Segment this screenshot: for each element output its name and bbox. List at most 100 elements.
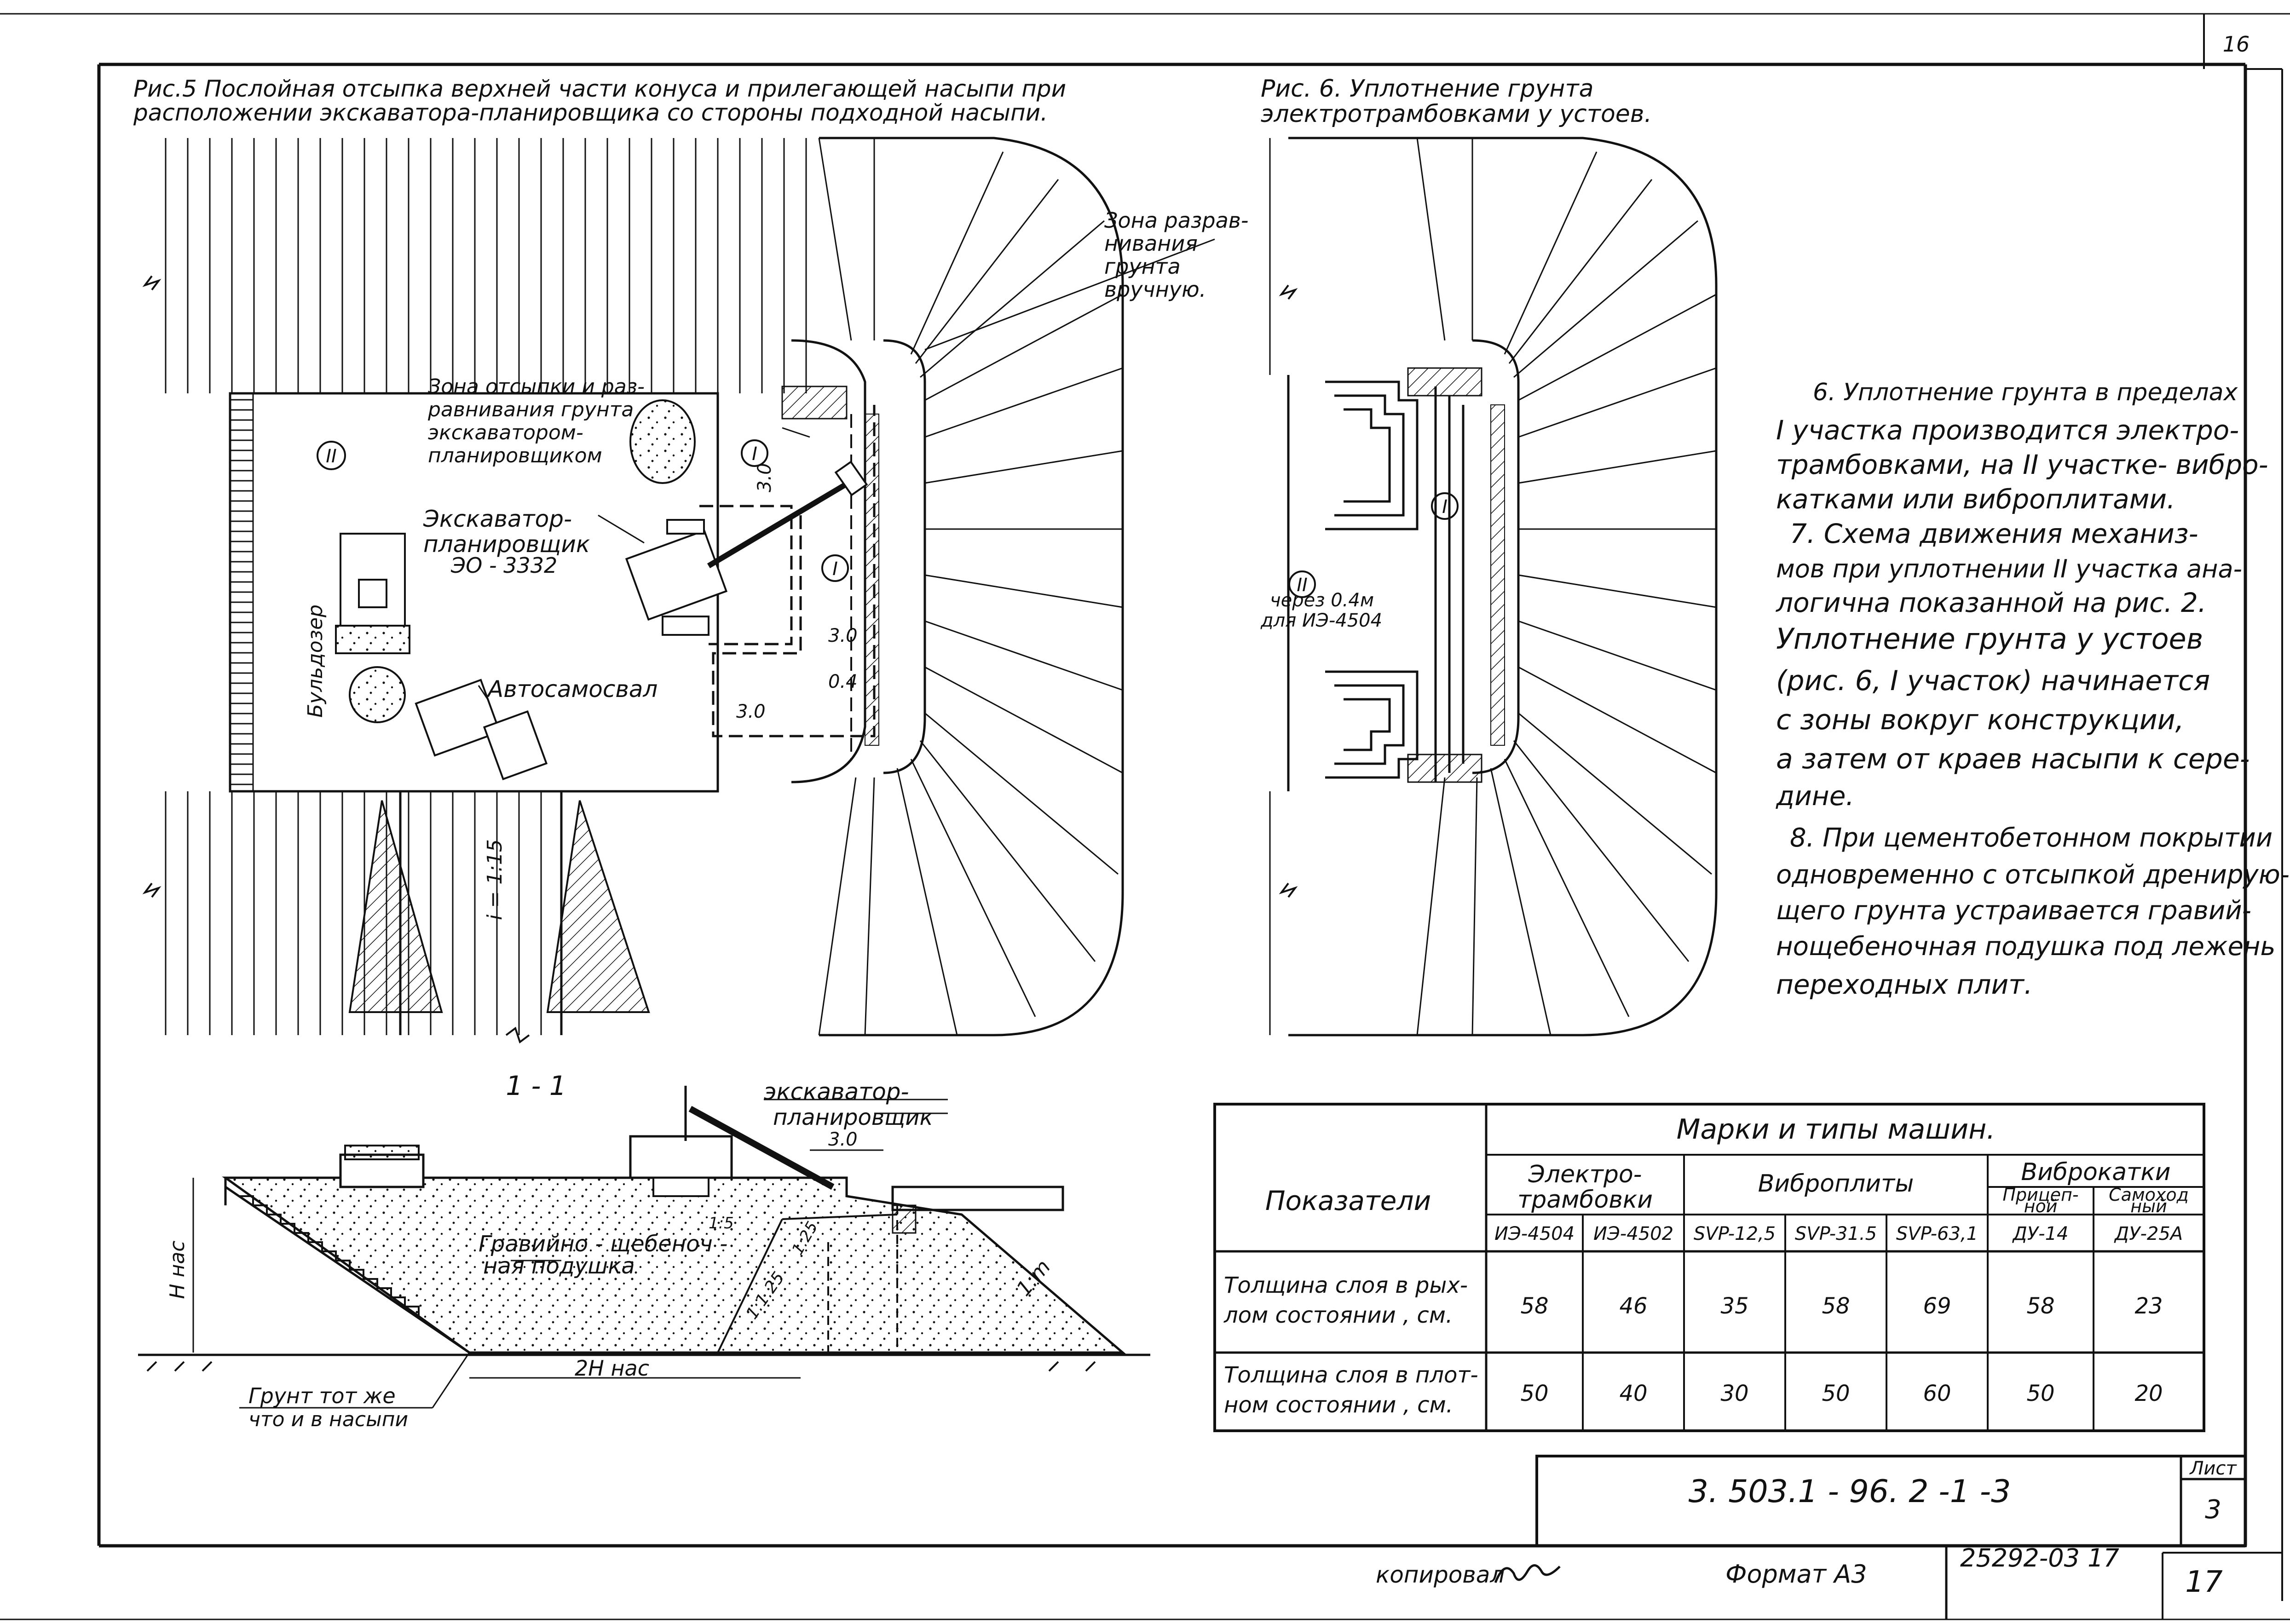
fig5-dim-3-0-b: 3.0: [828, 625, 858, 646]
fig6-title-1: Рис. 6. Уплотнение грунта: [1261, 75, 1594, 103]
table-row-label-1: Толщина слоя в рых-: [1224, 1273, 1468, 1298]
section-slope-1-5: 1:5: [709, 1214, 734, 1232]
table-cell: 35: [1720, 1293, 1748, 1319]
section-excavator-1: экскаватор-: [764, 1078, 909, 1105]
fig5-excavator-1: Экскаватор-: [423, 506, 572, 532]
fig5-zone-hand-3: грунта: [1104, 254, 1181, 279]
fig5-excavator-2: планировщик: [423, 531, 590, 558]
order-number: 25292-03 17: [1960, 1543, 2119, 1572]
note-line: а затем от краев насыпи к сере-: [1776, 743, 2250, 775]
list-number: 3: [2205, 1495, 2221, 1525]
table-cell: 60: [1923, 1381, 1951, 1406]
table-cell: 46: [1619, 1293, 1647, 1319]
table-title: Марки и типы машин.: [1677, 1113, 1996, 1146]
fig5-zone-I-marker-b: [821, 554, 849, 582]
fig6-zone-I: I: [1442, 496, 1448, 518]
fig5-zone-I-marker-a: [741, 439, 768, 467]
note-line: (рис. 6, I участок) начинается: [1776, 665, 2210, 697]
fig5-zone-I-b: I: [832, 559, 838, 580]
table-model: SVP-12,5: [1694, 1223, 1776, 1244]
note-line: нощебеночная подушка под лежень: [1776, 932, 2276, 962]
table-sub-self-2: ный: [2130, 1196, 2167, 1216]
section-cushion-2: ная подушка: [483, 1253, 635, 1279]
table-cell: 30: [1720, 1381, 1748, 1406]
table-model: ДУ-25А: [2114, 1223, 2183, 1244]
table-indicator-header: Показатели: [1265, 1185, 1431, 1216]
signature-mark: [1494, 1564, 1561, 1583]
table-cell: 69: [1923, 1293, 1951, 1319]
note-line: с зоны вокруг конструкции,: [1776, 704, 2184, 736]
table-models: ИЭ-4504 ИЭ-4502 SVP-12,5 SVP-31.5 SVP-63…: [1494, 1223, 2183, 1244]
fig5-slope: i = 1:15: [483, 839, 507, 920]
fig6-zone-II: II: [1297, 575, 1308, 596]
note-line: 6. Уплотнение грунта в пределах: [1813, 379, 2238, 406]
table-row-label-1: Толщина слоя в плот-: [1224, 1362, 1478, 1388]
section-drawing: [138, 1086, 1150, 1409]
section-h-label: Н нас: [166, 1241, 189, 1299]
note-line: мов при уплотнении II участка ана-: [1776, 554, 2242, 583]
fig5-zone-fill-3: экскаватором-: [428, 421, 583, 444]
fig5-dim-0-4: 0.4: [828, 671, 858, 692]
fig5-bulldozer: [335, 533, 410, 654]
fig6-zone-II-marker: [1288, 570, 1316, 598]
sheet-number-top: 16: [2223, 32, 2250, 57]
note-line: логична показанной на рис. 2.: [1776, 587, 2206, 618]
list-label: Лист: [2189, 1458, 2237, 1479]
table-cell: 58: [1822, 1293, 1850, 1319]
note-line: Уплотнение грунта у устоев: [1776, 622, 2203, 656]
fig6-note-1: через 0.4м: [1270, 590, 1374, 611]
note-line: I участка производится электро-: [1776, 415, 2239, 446]
fig5-dump-truck: [415, 679, 548, 781]
table-row-label-2: ном состоянии , см.: [1224, 1392, 1453, 1418]
fig5-excavator-3: ЭО - 3332: [450, 553, 557, 578]
table-cell: 23: [2134, 1293, 2163, 1319]
fig5-zone-fill-1: Зона отсыпки и раз-: [428, 375, 645, 398]
doc-code: 3. 503.1 - 96. 2 -1 -3: [1689, 1474, 2011, 1510]
note-line: 7. Схема движения механиз-: [1790, 518, 2198, 549]
table-row: Толщина слоя в рых- лом состоянии , см. …: [1223, 1273, 2163, 1328]
table-sub-trailed-2: ной: [2024, 1196, 2058, 1216]
fig5-zone-fill-2: равнивания грунта: [427, 398, 634, 421]
fig5-zone-I-a: I: [752, 443, 757, 465]
table-group-electro-1: Электро-: [1528, 1161, 1642, 1188]
fig5-cone-fan: [818, 137, 1124, 1037]
table-group-vibrorollers: Виброкатки: [2021, 1158, 2170, 1186]
table-cell: 40: [1619, 1381, 1647, 1406]
table-cell: 50: [2026, 1381, 2054, 1406]
table-cell: 50: [1520, 1381, 1548, 1406]
table-model: SVP-31.5: [1795, 1223, 1877, 1244]
fig5-zone-II-marker: [317, 441, 346, 470]
table-model: SVP-63,1: [1896, 1223, 1978, 1244]
table-group-electro-2: трамбовки: [1517, 1186, 1653, 1214]
table-cell: 50: [1822, 1381, 1850, 1406]
table-sub-trailed-1: Прицеп-: [2002, 1185, 2078, 1205]
note-line: 8. При цементобетонном покрытии: [1790, 823, 2273, 853]
table-cell: 20: [2134, 1381, 2163, 1406]
table-row-label-2: лом состоянии , см.: [1223, 1302, 1453, 1328]
section-soil-1: Грунт тот же: [248, 1383, 396, 1408]
sheet-frame: [0, 13, 2290, 1620]
fig5-title-2: расположении экскаватора-планировщика со…: [133, 99, 1048, 126]
note-line: переходных плит.: [1776, 969, 2032, 1000]
section-width: 2Н нас: [575, 1356, 649, 1381]
table-sub-self-1: Самоход: [2109, 1185, 2189, 1205]
fig5-dim-3-0-c: 3.0: [736, 701, 766, 722]
fig6-note-2: для ИЭ-4504: [1260, 610, 1382, 631]
fig5-dim-3-0-a: 3.0: [754, 463, 775, 492]
table-cell: 58: [1520, 1293, 1548, 1319]
section-dim-3-0: 3.0: [828, 1129, 858, 1150]
format-label: Формат А3: [1725, 1560, 1867, 1589]
title-block: [1535, 1455, 2247, 1619]
table-cell: 58: [2026, 1293, 2054, 1319]
machines-table: [1213, 1103, 2205, 1432]
section-cushion-1: Гравийно - щебеноч -: [479, 1231, 727, 1257]
fig5-dump-truck-label: Автосамосвал: [486, 676, 658, 703]
note-line: трамбовками, на II участке- вибро-: [1776, 449, 2268, 480]
fig5-plan: [142, 137, 1215, 1044]
fig5-title-1: Рис.5 Послойная отсыпка верхней части ко…: [133, 75, 1066, 102]
section-label: 1 - 1: [506, 1070, 566, 1101]
section-soil-2: что и в насыпи: [248, 1408, 408, 1431]
section-excavator-2: планировщик: [773, 1105, 933, 1130]
fig5-zone-fill-4: планировщиком: [428, 444, 602, 467]
